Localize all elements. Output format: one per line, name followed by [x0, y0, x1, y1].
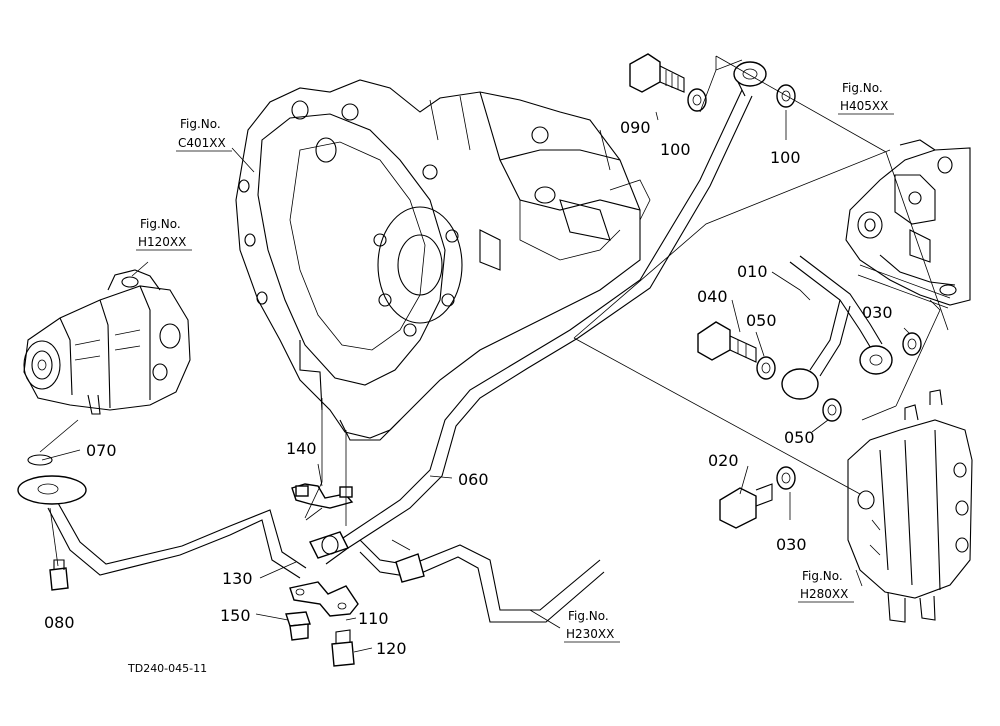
transmission-housing-drawing — [235, 79, 651, 441]
part-label-010: 010 — [737, 262, 768, 281]
part-label-110: 110 — [358, 609, 389, 628]
part-label-150: 150 — [220, 606, 251, 625]
fig-ref-h120-line2: H120XX — [138, 235, 186, 249]
drawing-code: TD240-045-11 — [127, 662, 207, 675]
fig-ref-c401-line1: Fig.No. — [180, 117, 221, 131]
fittings-drawing — [49, 53, 922, 667]
part-label-030-bottom: 030 — [776, 535, 807, 554]
fig-ref-h280-line2: H280XX — [800, 587, 848, 601]
part-label-120: 120 — [376, 639, 407, 658]
pipe-lower-drawing — [17, 454, 307, 579]
part-label-140: 140 — [286, 439, 317, 458]
fig-ref-c401-line2: C401XX — [178, 136, 226, 150]
fig-ref-h405-line1: Fig.No. — [842, 81, 883, 95]
part-label-040: 040 — [697, 287, 728, 306]
part-label-070: 070 — [86, 441, 117, 460]
fig-ref-c401: Fig.No. C401XX — [176, 117, 232, 152]
fig-ref-h405-line2: H405XX — [840, 99, 888, 113]
pipe-return-drawing — [359, 539, 605, 623]
part-label-130: 130 — [222, 569, 253, 588]
part-label-050-top: 050 — [746, 311, 777, 330]
part-label-080: 080 — [44, 613, 75, 632]
fig-ref-h230-line1: Fig.No. — [568, 609, 609, 623]
fig-ref-h230: Fig.No. H230XX — [564, 609, 620, 643]
fig-ref-h230-line2: H230XX — [566, 627, 614, 641]
fig-ref-h280: Fig.No. H280XX — [798, 569, 854, 603]
fig-ref-h120-line1: Fig.No. — [140, 217, 181, 231]
part-label-060: 060 — [458, 470, 489, 489]
fig-ref-h280-line1: Fig.No. — [802, 569, 843, 583]
hydraulic-pump-drawing — [23, 269, 191, 415]
fig-ref-h405: Fig.No. H405XX — [838, 81, 894, 115]
part-label-020: 020 — [708, 451, 739, 470]
leader-lines — [39, 55, 949, 653]
part-label-030-top: 030 — [862, 303, 893, 322]
valve-assembly-bottom-drawing — [847, 389, 973, 623]
fig-ref-h120: Fig.No. H120XX — [136, 217, 192, 251]
part-label-050-bottom: 050 — [784, 428, 815, 447]
valve-assembly-top-drawing — [845, 139, 971, 309]
part-label-100-left: 100 — [660, 140, 691, 159]
pipe-060-drawing — [319, 61, 767, 565]
part-label-090: 090 — [620, 118, 651, 137]
part-label-100-right: 100 — [770, 148, 801, 167]
clamp-bracket-drawing — [289, 483, 359, 617]
